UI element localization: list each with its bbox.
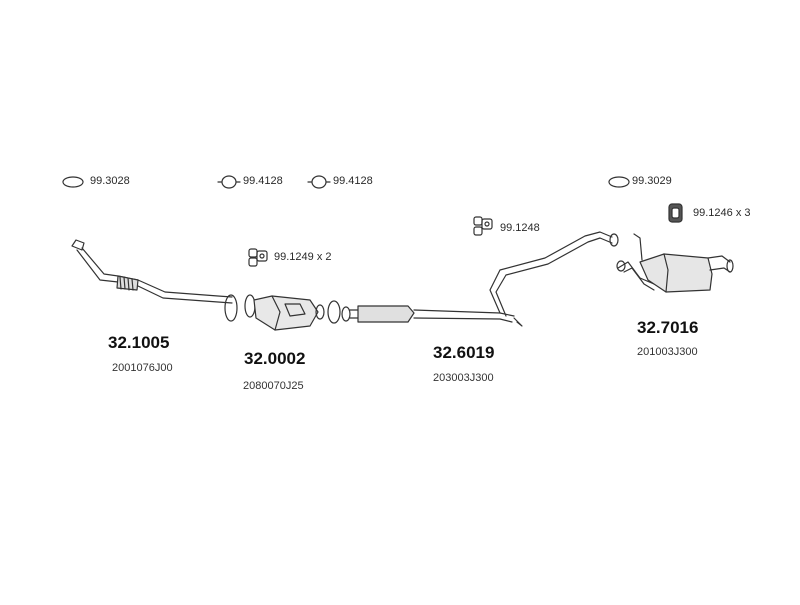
part-number: 32.1005 xyxy=(108,333,170,352)
gasket-label: 99.4128 xyxy=(243,175,283,187)
rubber-mount-icon xyxy=(668,203,683,223)
catalytic-converter-drawing xyxy=(244,294,325,331)
part-number: 32.0002 xyxy=(244,349,306,368)
gasket-label: 99.4128 xyxy=(333,175,373,187)
gasket-label: 99.3028 xyxy=(90,175,130,187)
mount-label: 99.1248 xyxy=(500,222,540,234)
flange-icon xyxy=(327,300,341,324)
mount-label: 99.1249 x 2 xyxy=(274,251,332,263)
gasket-ring-icon xyxy=(608,176,630,188)
rubber-mount-icon xyxy=(248,248,268,267)
center-pipe-drawing xyxy=(341,231,619,327)
gasket-ring-icon xyxy=(62,176,84,188)
rear-silencer-drawing xyxy=(616,233,734,293)
gasket-label: 99.3029 xyxy=(632,175,672,187)
gasket-oval-icon xyxy=(217,175,241,189)
oem-number: 203003J300 xyxy=(433,372,494,384)
oem-number: 201003J300 xyxy=(637,346,698,358)
rubber-mount-icon xyxy=(473,216,493,236)
gasket-oval-icon xyxy=(307,175,331,189)
part-number: 32.6019 xyxy=(433,343,495,362)
front-pipe-drawing xyxy=(71,239,233,304)
oem-number: 2001076J00 xyxy=(112,362,173,374)
oem-number: 2080070J25 xyxy=(243,380,304,392)
flange-icon xyxy=(224,294,238,322)
part-number: 32.7016 xyxy=(637,318,699,337)
mount-label: 99.1246 x 3 xyxy=(693,207,751,219)
